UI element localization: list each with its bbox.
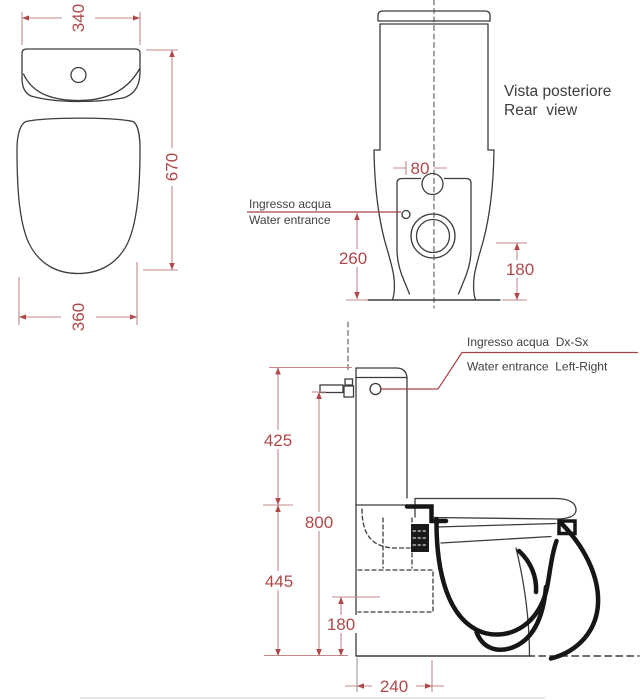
water-entrance-hole-side	[369, 382, 382, 396]
dim-800-arrow-bottom	[316, 649, 322, 656]
dim-180s-arrow-bottom	[338, 649, 344, 656]
flush-duct-section	[404, 504, 449, 524]
dim-240-label: 240	[380, 677, 408, 696]
rear-view-texts: Ingresso acqua Water entrance Vista post…	[249, 83, 611, 227]
dim-445-arrow-top	[275, 505, 281, 512]
inlet-valve-body	[343, 385, 355, 398]
overflow-hole	[421, 172, 444, 196]
dim-240-arrow-right	[425, 683, 432, 689]
rear-inlet-label-line2: Water entrance	[249, 213, 331, 227]
hidden-outlet-box	[357, 569, 434, 613]
trap-weir-curve	[516, 548, 539, 595]
dim-360-label: 360	[69, 303, 88, 331]
bowl-rim-upper-line	[436, 522, 557, 528]
rear-view-title-line2: Rear view	[504, 102, 578, 119]
rear-view-dimensions: 80 260 180	[247, 159, 539, 301]
side-view-section	[404, 504, 601, 661]
dim-340-arrow-left	[22, 15, 29, 21]
dim-445-label-bg	[261, 571, 297, 590]
dim-180r-label-bg	[501, 260, 539, 278]
drain-hole-outer	[410, 213, 456, 259]
dim-260-arrow-top	[354, 213, 360, 220]
dim-180s-label: 180	[327, 615, 355, 634]
top-view-dimensions: 340 670 360	[18, 4, 182, 331]
rear-inlet-label-line1: Ingresso acqua	[249, 197, 331, 211]
rear-panel-right-lower	[457, 249, 472, 295]
side-inlet-label-line1: Ingresso acqua Dx-Sx	[467, 335, 588, 349]
side-tank-outline	[355, 367, 408, 506]
side-view-texts: Ingresso acqua Dx-Sx Water entrance Left…	[467, 335, 608, 374]
dim-360-arrow-left	[19, 314, 26, 320]
dim-340-arrow-right	[133, 15, 140, 21]
rear-panel-left-lower	[396, 249, 411, 295]
dim-425-arrow-top	[275, 367, 281, 375]
rear-view	[367, 0, 501, 309]
bowl-section-curve	[434, 516, 559, 637]
cistern-top-outline	[21, 48, 141, 103]
side-inlet-leader	[380, 351, 638, 390]
dim-80-label: 80	[411, 159, 430, 178]
dim-445-label: 445	[265, 572, 293, 591]
drain-hole-inner	[415, 218, 451, 254]
tank-lid-outline	[377, 10, 491, 22]
dim-800-arrow-top	[316, 392, 322, 399]
dim-670-arrow-bottom	[169, 263, 175, 270]
dim-260-label: 260	[339, 249, 367, 268]
dim-425-label-bg	[260, 430, 297, 449]
dim-800-label-bg	[301, 512, 337, 531]
dim-445-arrow-bottom	[275, 649, 281, 656]
dim-425-arrow-bottom	[275, 498, 281, 505]
rear-panel-top	[396, 177, 472, 251]
dim-800-label: 800	[305, 513, 333, 532]
hidden-pipe-edges	[382, 517, 413, 569]
dim-180r-arrow-top	[514, 243, 520, 250]
dim-180r-label: 180	[506, 260, 534, 279]
rim-front-section	[557, 519, 577, 536]
bowl-front-shell	[548, 520, 601, 661]
bowl-rear-left-outline	[373, 149, 396, 301]
dim-360-arrow-right	[130, 314, 137, 320]
trap-section-curve	[474, 584, 549, 652]
dim-180s-arrow-top	[338, 597, 344, 604]
dim-340-label: 340	[69, 4, 88, 32]
hatch-marks	[412, 530, 428, 546]
bowl-rear-right-outline	[472, 149, 495, 301]
dim-180r-arrow-bottom	[514, 293, 520, 300]
dim-670-label: 670	[163, 153, 182, 181]
tank-body-sides	[379, 23, 489, 151]
seat-lid-outline	[414, 497, 577, 520]
bowl-top-outline	[16, 117, 141, 275]
flush-button	[70, 66, 87, 84]
dim-180s-label-bg	[323, 615, 359, 633]
inlet-valve-pipe	[319, 384, 344, 394]
pedestal-front-edge	[515, 547, 531, 657]
dim-260-label-bg	[335, 249, 371, 267]
dim-425-label: 425	[264, 431, 292, 450]
dim-670-arrow-top	[169, 50, 175, 57]
top-view	[16, 48, 141, 275]
inlet-valve-cap	[344, 378, 354, 386]
dim-240-arrow-left	[357, 683, 364, 689]
water-entrance-hole-rear	[401, 209, 411, 220]
side-inlet-label-line2: Water entrance Left-Right	[467, 360, 608, 374]
hidden-flush-path	[361, 508, 411, 549]
cistern-front-curve	[22, 68, 141, 102]
dim-260-arrow-bottom	[354, 292, 360, 299]
bowl-rim-lower-line	[440, 535, 552, 544]
side-view-dimensions: 425 445 800 180 240	[260, 351, 638, 696]
rear-view-title-line1: Vista posteriore	[504, 83, 611, 100]
